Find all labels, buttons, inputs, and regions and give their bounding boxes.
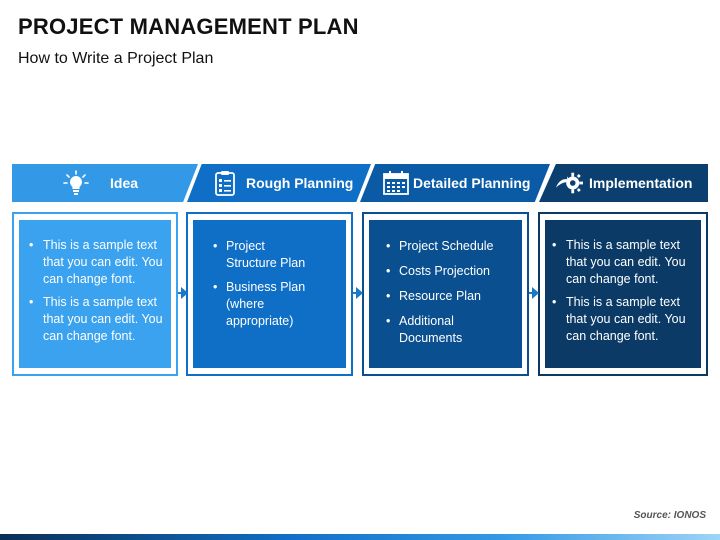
stage-header-idea: Idea	[12, 164, 198, 202]
stage-list-detailed-planning: Project Schedule Costs Projection Resour…	[369, 220, 499, 347]
stage-label-implementation: Implementation	[589, 175, 693, 191]
stage-list-implementation: This is a sample text that you can edit.…	[550, 220, 700, 345]
stage-box-rough-planning: Project Structure Plan Business Plan (wh…	[186, 212, 353, 376]
calendar-icon	[382, 169, 410, 197]
connector-line	[178, 292, 182, 294]
stage-label-detailed-planning: Detailed Planning	[413, 175, 531, 191]
connector-line	[529, 292, 534, 294]
bottom-accent-bar	[0, 534, 720, 540]
list-item: This is a sample text that you can edit.…	[27, 294, 177, 345]
list-item: This is a sample text that you can edit.…	[550, 294, 700, 345]
list-item: Costs Projection	[386, 263, 499, 280]
lightbulb-icon	[62, 169, 90, 197]
stage-label-rough-planning: Rough Planning	[246, 175, 354, 191]
page-title: PROJECT MANAGEMENT PLAN	[18, 14, 359, 39]
stage-list-idea: This is a sample text that you can edit.…	[27, 220, 177, 345]
list-item: Resource Plan	[386, 288, 499, 305]
stage-box-detailed-planning: Project Schedule Costs Projection Resour…	[362, 212, 529, 376]
stage-list-rough-planning: Project Structure Plan Business Plan (wh…	[193, 220, 316, 330]
page-subtitle: How to Write a Project Plan	[18, 50, 214, 67]
clipboard-checklist-icon	[211, 169, 239, 197]
stage-header-rough-planning: Rough Planning	[187, 164, 371, 202]
stage-label-idea: Idea	[110, 175, 139, 191]
list-item: This is a sample text that you can edit.…	[550, 237, 700, 288]
list-item: Additional Documents	[386, 313, 499, 347]
list-item: Project Schedule	[386, 238, 499, 255]
connector-arrow-icon	[181, 287, 188, 299]
stage-box-implementation: This is a sample text that you can edit.…	[538, 212, 708, 376]
gear-arrow-icon	[555, 169, 583, 197]
source-credit: Source: IONOS	[633, 510, 706, 521]
stage-box-idea: This is a sample text that you can edit.…	[12, 212, 178, 376]
connector-arrow-icon	[532, 287, 539, 299]
list-item: Project Structure Plan	[213, 238, 316, 272]
list-item: Business Plan (where appropriate)	[213, 279, 316, 330]
stage-header-detailed-planning: Detailed Planning	[360, 164, 550, 202]
connector-arrow-icon	[356, 287, 363, 299]
list-item: This is a sample text that you can edit.…	[27, 237, 177, 288]
stage-header-implementation: Implementation	[539, 164, 708, 202]
connector-line	[353, 292, 358, 294]
